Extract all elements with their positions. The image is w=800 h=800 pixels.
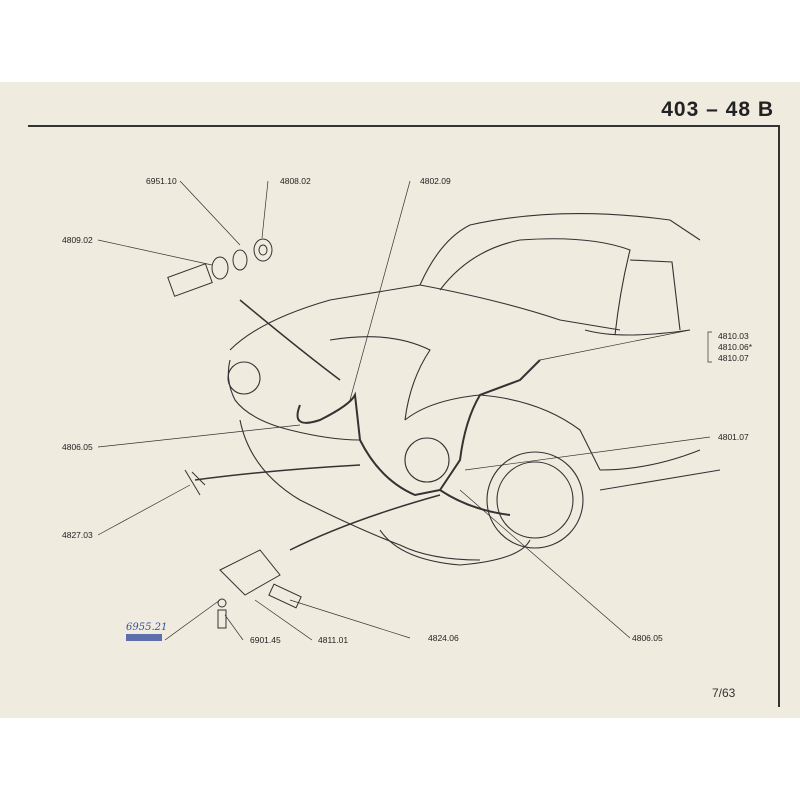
- part-label: 4802.09: [420, 176, 451, 186]
- wiring-harness: [296, 359, 541, 497]
- part-label: 4810.07: [718, 353, 749, 363]
- part-label: 4810.03: [718, 331, 749, 341]
- car-outline: [227, 213, 721, 566]
- document-page: [0, 82, 800, 718]
- page-number: 7/63: [712, 686, 736, 700]
- part-label: 6901.45: [250, 635, 281, 645]
- header-rule: [28, 125, 780, 127]
- part-label: 4801.07: [718, 432, 749, 442]
- part-label: 4811.01: [318, 635, 349, 645]
- handwritten-correction: 6955.21: [126, 622, 168, 633]
- part-label: 4810.06*: [718, 342, 753, 352]
- part-label: 4808.02: [280, 176, 311, 186]
- relay-parts: [184, 469, 302, 629]
- margin-rule: [778, 125, 780, 707]
- struck-out-label: [126, 634, 162, 641]
- part-label: 4824.06: [428, 633, 459, 643]
- part-label: 4806.05: [62, 442, 93, 452]
- part-label: 4806.05: [632, 633, 663, 643]
- page-title: 403 – 48 B: [661, 98, 774, 121]
- part-label: 4809.02: [62, 235, 93, 245]
- leader-lines: [97, 180, 712, 641]
- part-label: 6951.10: [146, 176, 177, 186]
- part-label: 4827.03: [62, 530, 93, 540]
- connector-parts: [167, 238, 273, 297]
